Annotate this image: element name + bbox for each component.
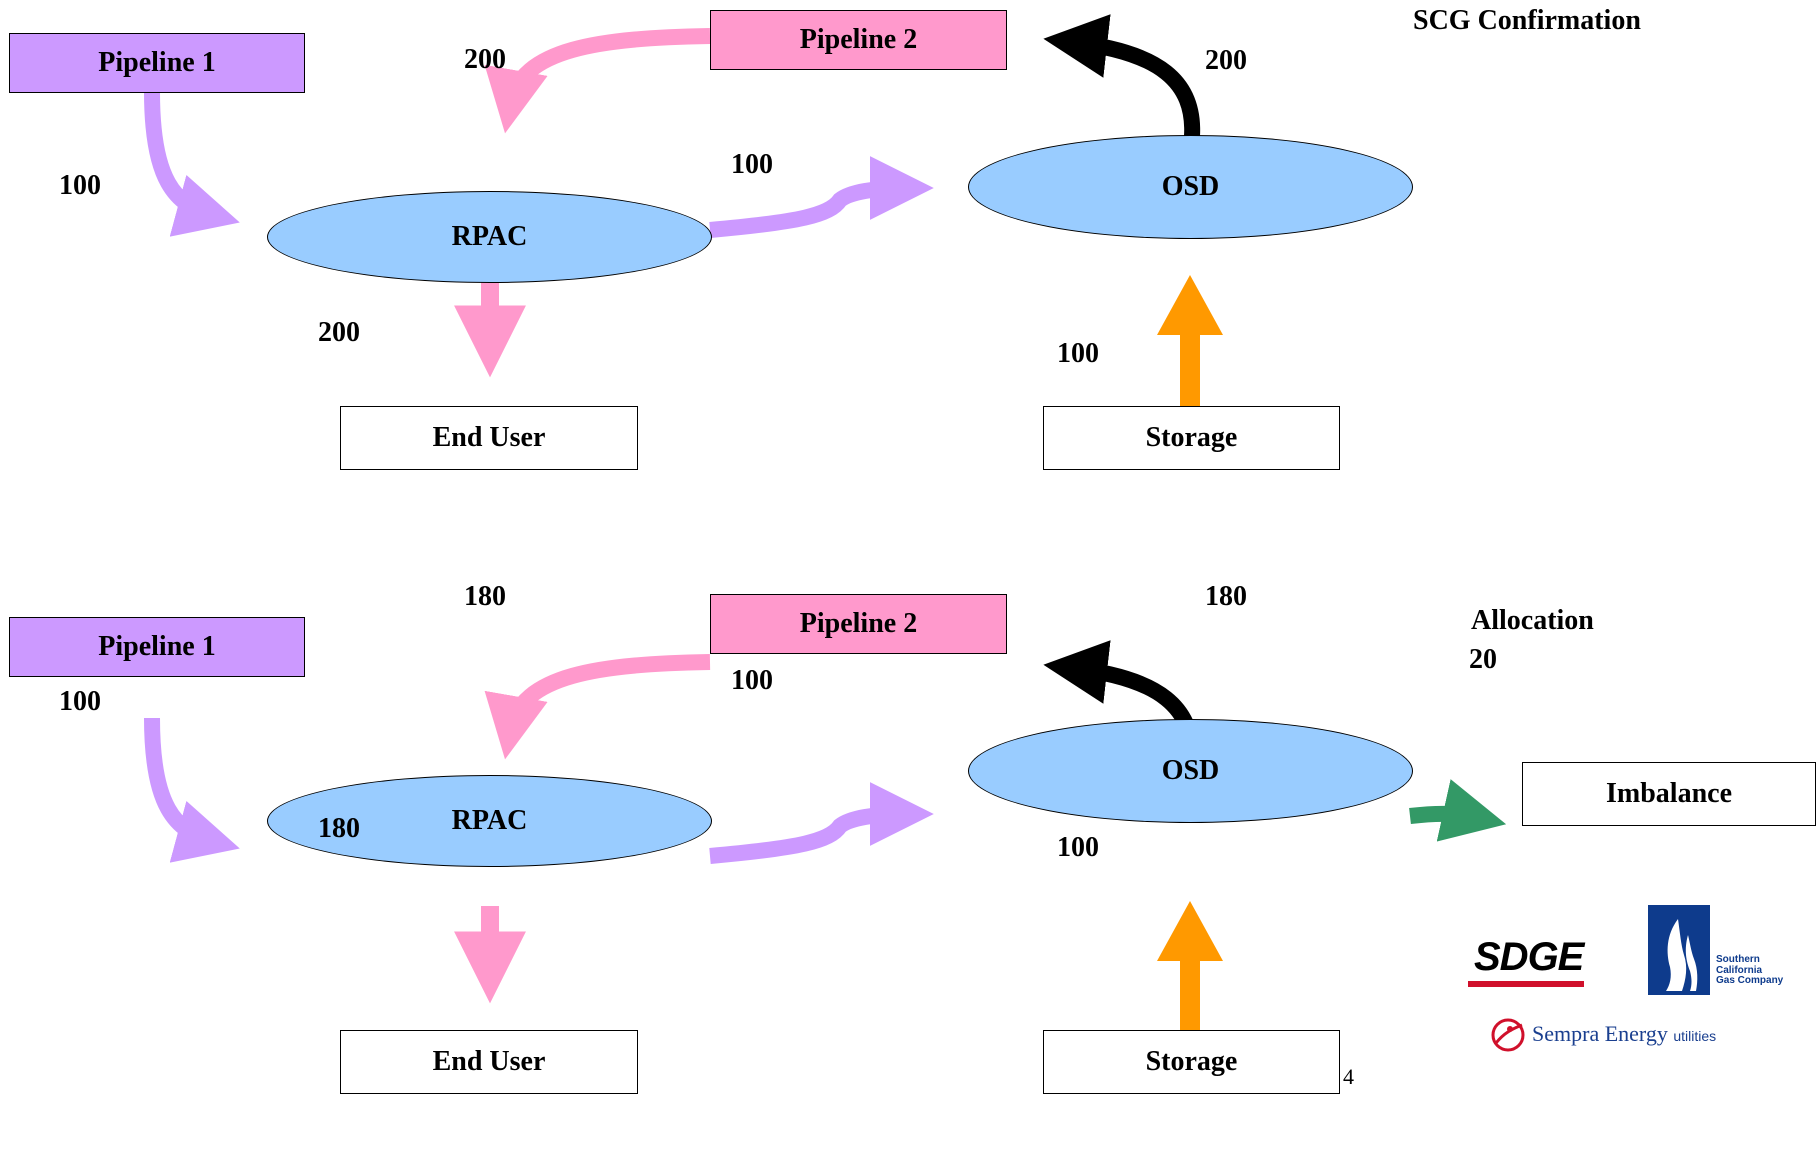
storage-node: Storage — [1043, 1030, 1340, 1094]
pipeline1-node: Pipeline 1 — [9, 33, 305, 93]
pipeline2-label: Pipeline 2 — [799, 608, 918, 639]
osd-node: OSD — [968, 135, 1413, 239]
end-user-node: End User — [340, 1030, 638, 1094]
scg-logo-line1: Southern — [1716, 954, 1760, 965]
panel-heading: SCG Confirmation — [1413, 5, 1641, 36]
sempra-logo-text: Sempra Energy utilities — [1532, 1021, 1716, 1047]
flow-value-rpac-to-end-user: 200 — [318, 317, 360, 348]
flame-icon — [1648, 905, 1710, 995]
flow-value-pipeline2-to-rpac: 200 — [464, 44, 506, 75]
end-user-label: End User — [432, 1046, 546, 1077]
end-user-label: End User — [432, 422, 546, 453]
scg-logo-text: Southern California Gas Company — [1716, 954, 1784, 987]
rpac-label: RPAC — [451, 221, 528, 252]
flow-value-osd-to-pipeline2: 200 — [1205, 45, 1247, 76]
arrow-pipeline1-to-rpac — [144, 717, 240, 863]
osd-node: OSD — [968, 719, 1413, 823]
pipeline2-node: Pipeline 2 — [710, 10, 1007, 70]
sdge-logo-text: SDGE — [1474, 935, 1584, 979]
company-logos: SDGE Southern California Gas Company Sem… — [1468, 905, 1798, 1085]
arrow-osd-to-imbalance — [1409, 779, 1507, 842]
sdge-logo-bar — [1468, 981, 1584, 987]
sempra-logo-name: Sempra Energy — [1532, 1021, 1668, 1046]
flow-value-pipeline1-to-rpac: 100 — [59, 686, 101, 717]
imbalance-node: Imbalance — [1522, 762, 1816, 826]
flow-value-storage-to-osd: 100 — [1057, 338, 1099, 369]
sempra-logo: Sempra Energy utilities — [1488, 1013, 1808, 1057]
flow-value-rpac-to-end-user: 180 — [318, 813, 360, 844]
flow-arrows — [144, 14, 1224, 408]
arrow-rpac-to-osd — [709, 156, 934, 238]
arrow-osd-to-pipeline2 — [1043, 14, 1201, 137]
flow-value-rpac-to-osd: 100 — [731, 665, 773, 696]
arrow-pipeline2-to-rpac — [484, 654, 711, 760]
panel-heading: Allocation — [1471, 605, 1594, 636]
flow-value-osd-to-imbalance: 20 — [1469, 644, 1497, 675]
sempra-logo-sub: utilities — [1673, 1028, 1717, 1044]
end-user-node: End User — [340, 406, 638, 470]
scg-logo-line2: California — [1716, 964, 1763, 976]
storage-label: Storage — [1145, 422, 1238, 453]
rpac-label: RPAC — [451, 805, 528, 836]
rpac-node: RPAC — [267, 191, 712, 283]
sdge-logo: SDGE — [1468, 935, 1588, 995]
storage-label: Storage — [1145, 1046, 1238, 1077]
scg-logo-line3: Gas Company — [1716, 975, 1784, 986]
osd-label: OSD — [1161, 171, 1220, 202]
flow-value-pipeline1-to-rpac: 100 — [59, 170, 101, 201]
flow-value-osd-to-pipeline2: 180 — [1205, 581, 1247, 612]
flow-value-storage-to-osd: 100 — [1057, 832, 1099, 863]
pipeline2-node: Pipeline 2 — [710, 594, 1007, 654]
pipeline2-label: Pipeline 2 — [799, 24, 918, 55]
sempra-swirl-icon — [1491, 1018, 1525, 1052]
imbalance-label: Imbalance — [1606, 778, 1732, 809]
arrow-pipeline1-to-rpac — [144, 91, 240, 237]
flow-value-rpac-to-osd: 100 — [731, 149, 773, 180]
arrow-rpac-to-osd — [709, 782, 934, 864]
arrow-pipeline2-to-rpac — [484, 28, 711, 134]
pipeline1-label: Pipeline 1 — [98, 631, 216, 662]
scg-logo: Southern California Gas Company — [1648, 905, 1798, 1005]
pipeline1-label: Pipeline 1 — [98, 47, 216, 78]
page-number: 4 — [1343, 1064, 1354, 1089]
storage-node: Storage — [1043, 406, 1340, 470]
confirmation-diagram: Pipeline 1 Pipeline 2 RPAC OSD End User … — [0, 0, 1816, 546]
allocation-diagram: Pipeline 1 Pipeline 2 RPAC OSD End User … — [0, 583, 1816, 1172]
flow-arrows — [144, 640, 1507, 1034]
osd-label: OSD — [1161, 755, 1220, 786]
rpac-node: RPAC — [267, 775, 712, 867]
flow-value-pipeline2-to-rpac: 180 — [464, 581, 506, 612]
pipeline1-node: Pipeline 1 — [9, 617, 305, 677]
